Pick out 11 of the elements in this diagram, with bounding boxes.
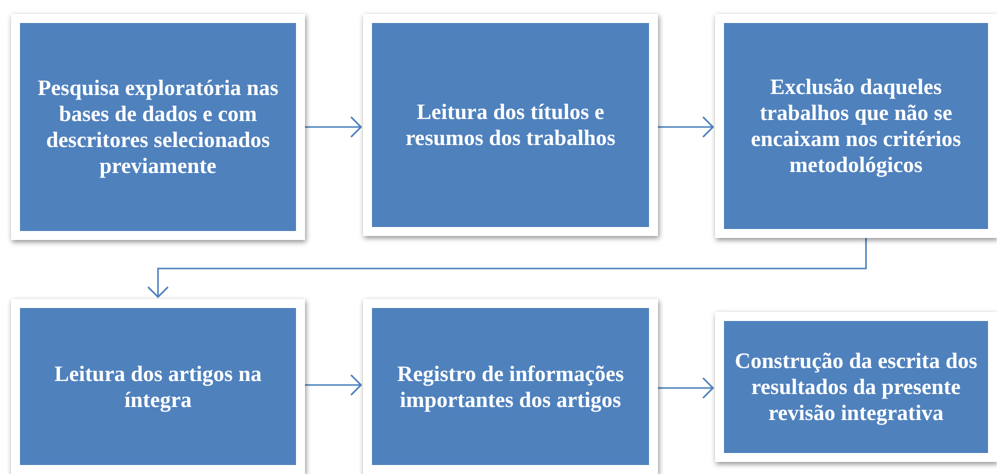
arrow <box>658 377 714 399</box>
box-text: Registro de informações importantes dos artigos <box>396 360 625 412</box>
arrow <box>305 374 362 396</box>
box-text: Construção da escrita dos resultados da presente revisão integrativa <box>734 348 978 426</box>
arrow <box>147 238 867 298</box>
arrow <box>658 116 714 138</box>
box-text: Exclusão daqueles trabalhos que não se encaixam nos critérios metodológicos <box>750 74 962 178</box>
box-text: Leitura dos artigos na íntegra <box>53 360 263 412</box>
box-text: Pesquisa exploratória nas bases de dados e com descritores selecionados previamente <box>36 75 280 179</box>
arrow <box>305 116 362 138</box>
box-text: Leitura dos títulos e resumos dos trabalhos <box>404 99 616 151</box>
